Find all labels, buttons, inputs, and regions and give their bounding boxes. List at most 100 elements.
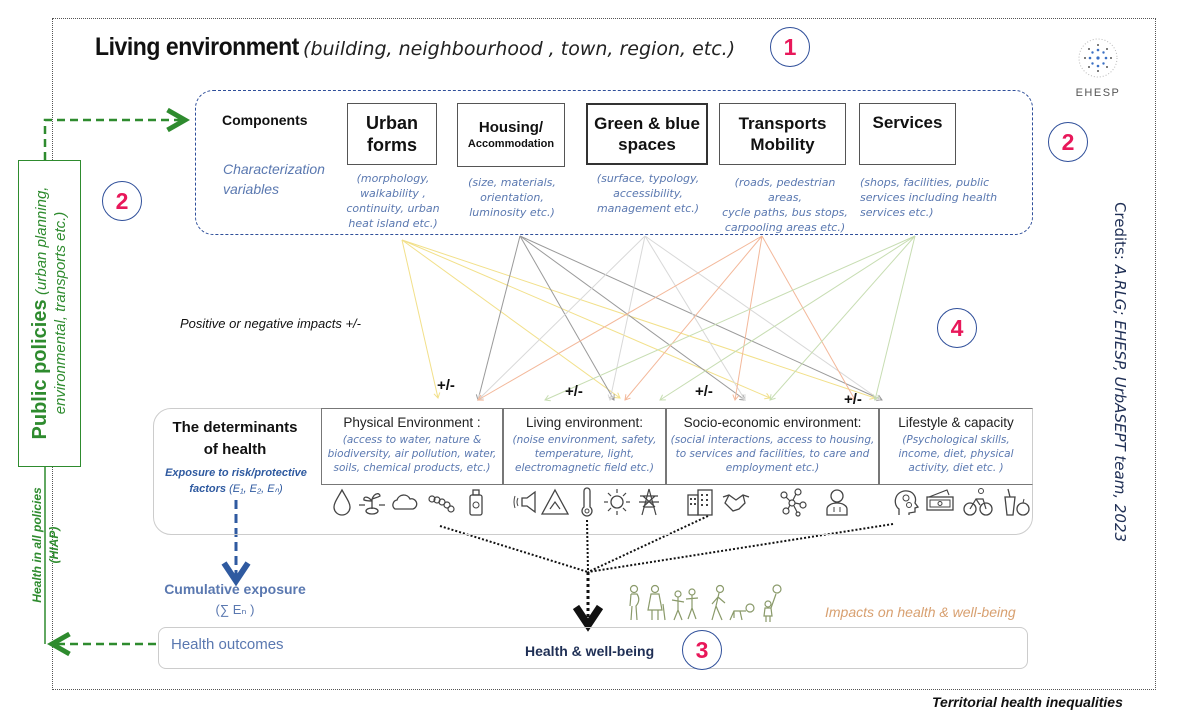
- components-box: [195, 90, 1033, 235]
- public-policies-subtitle: environmental, transports etc.): [52, 211, 69, 415]
- desc-line: orientation,: [480, 190, 544, 204]
- desc-line: (roads, pedestrian areas,: [734, 176, 836, 204]
- impacts-health-label: Impacts on health & well-being: [825, 604, 1016, 620]
- desc-line: temperature, light,: [534, 448, 635, 461]
- determinant-title: Physical Environment :: [343, 415, 481, 430]
- determinants-title: The determinants of health: [160, 417, 310, 461]
- credits-label: Credits:: [1111, 201, 1129, 260]
- exposure-factors: factors: [189, 482, 226, 495]
- title-subtitle: (building, neighbourhood , town, region,…: [303, 38, 736, 60]
- desc-line: luminosity etc.): [469, 205, 555, 219]
- desc-line: (Psychological skills,: [902, 434, 1010, 446]
- cloud-icon: [392, 494, 418, 510]
- desc-line: (morphology,: [356, 172, 430, 185]
- health-outcomes-box: [158, 627, 1028, 669]
- public-policies-box: [18, 160, 81, 467]
- exposure-line: Exposure to risk/protective: [165, 467, 307, 479]
- warning-sign-icon: [540, 488, 570, 515]
- logo-name: EHESP: [1075, 87, 1121, 99]
- desc-line: services etc.): [860, 205, 934, 219]
- hiap-label: Health in all policies (HIAP): [29, 487, 63, 602]
- desc-line: services including health: [860, 190, 998, 204]
- cumulative-exposure: Cumulative exposure (∑ Eₙ ): [160, 579, 310, 620]
- badge-4-impacts: 4: [937, 308, 977, 348]
- public-policies-title: Public policies: [29, 299, 51, 440]
- badge-number: 4: [950, 314, 964, 341]
- network-icon: [780, 488, 807, 517]
- convergence-lines: [439, 515, 894, 573]
- desc-line: (social interactions, access to housing,: [670, 434, 875, 446]
- component-title: Housing/: [478, 118, 544, 136]
- territorial-inequalities-label: Territorial health inequalities: [932, 694, 1123, 710]
- desc-line: soils, chemical products, etc.): [333, 462, 491, 475]
- cyclist-icon: [963, 488, 993, 516]
- determinants-title-line: of health: [203, 440, 267, 458]
- plus-minus-label: +/-: [565, 383, 583, 400]
- desc-line: cycle paths, bus stops,: [722, 205, 848, 219]
- component-housing: Housing/ Accommodation: [457, 103, 565, 167]
- component-transports-mobility: Transports Mobility: [719, 103, 846, 165]
- component-services: Services: [859, 103, 956, 165]
- determinants-title-line: The determinants: [172, 419, 298, 436]
- desc-line: walkability ,: [360, 186, 426, 200]
- plus-minus-label: +/-: [695, 383, 713, 400]
- desc-line: carpooling areas etc.): [724, 220, 846, 234]
- power-pylon-icon: [639, 488, 659, 516]
- badge-number: 1: [783, 33, 797, 60]
- desc-line: (access to water, nature &: [342, 434, 482, 446]
- elderly-woman-icon: [647, 584, 666, 621]
- credits: Credits: A.RLG; EHESP, UrbASEPT team, 20…: [1111, 202, 1129, 542]
- determinant-title: Socio-economic environment:: [683, 415, 862, 430]
- plus-minus-label: +/-: [844, 391, 862, 408]
- plus-minus-label: +/-: [437, 377, 455, 394]
- component-title: Services: [872, 113, 943, 132]
- exposure-label: Exposure to risk/protective factors (E₁,…: [156, 466, 316, 498]
- determinant-title: Lifestyle & capacity: [898, 415, 1014, 430]
- component-title: Green & blue: [594, 113, 700, 133]
- doctor-icon: [826, 489, 848, 516]
- component-urban-forms: Urban forms: [347, 103, 437, 165]
- component-transports-desc: (roads, pedestrian areas, cycle paths, b…: [717, 176, 853, 235]
- characterization-variables-label: Characterization variables: [223, 160, 325, 199]
- desc-line: electromagnetic field etc.): [514, 462, 654, 475]
- component-title: Mobility: [750, 135, 815, 154]
- sun-icon: [604, 489, 630, 515]
- component-title: Urban: [365, 112, 418, 133]
- badge-1: 1: [770, 27, 810, 67]
- desc-line: management etc.): [596, 201, 700, 215]
- determinant-title: Living environment:: [525, 415, 644, 430]
- people-icons: [622, 584, 812, 624]
- desc-line: income, diet, physical: [898, 448, 1014, 461]
- desc-line: to services and facilities, to care and: [675, 448, 870, 461]
- cumulative-label: Cumulative exposure: [164, 581, 306, 597]
- badge-number: 2: [115, 187, 129, 214]
- buildings-icon: [687, 489, 713, 516]
- spray-can-icon: [469, 489, 483, 516]
- component-green-blue-desc: (surface, typology, accessibility, manag…: [588, 172, 708, 217]
- food-icon: [1004, 488, 1030, 516]
- charvar-line2: variables: [223, 180, 280, 197]
- determinant-living-environment: Living environment: (noise environment, …: [503, 408, 666, 485]
- component-urban-forms-desc: (morphology, walkability , continuity, u…: [343, 172, 443, 231]
- title-main: Living environment: [95, 33, 299, 61]
- crawling-baby-icon: [729, 603, 755, 621]
- public-policies-label: Public policies (urban planning, environ…: [28, 187, 70, 440]
- badge-number: 3: [695, 636, 709, 663]
- component-services-desc: (shops, facilities, public services incl…: [860, 176, 1000, 221]
- desc-line: employment etc.): [725, 462, 820, 475]
- walking-person-icon: [711, 584, 726, 621]
- desc-line: biodiversity, air pollution, water,: [327, 448, 497, 461]
- page-title: Living environment (building, neighbourh…: [95, 33, 735, 62]
- impact-arrows: [401, 235, 916, 402]
- desc-line: heat island etc.): [348, 216, 438, 230]
- component-title: forms: [366, 135, 417, 155]
- components-label: Components: [222, 112, 308, 128]
- exposure-vars: (E₁, E₂, Eₙ): [229, 482, 283, 495]
- desc-line: (noise environment, safety,: [512, 434, 657, 446]
- component-green-blue-spaces: Green & blue spaces: [586, 103, 708, 165]
- water-drop-icon: [333, 488, 351, 516]
- caterpillar-icon: [428, 495, 455, 513]
- component-title: Accommodation: [467, 137, 555, 150]
- public-policies-subtitle: (urban planning,: [33, 186, 50, 295]
